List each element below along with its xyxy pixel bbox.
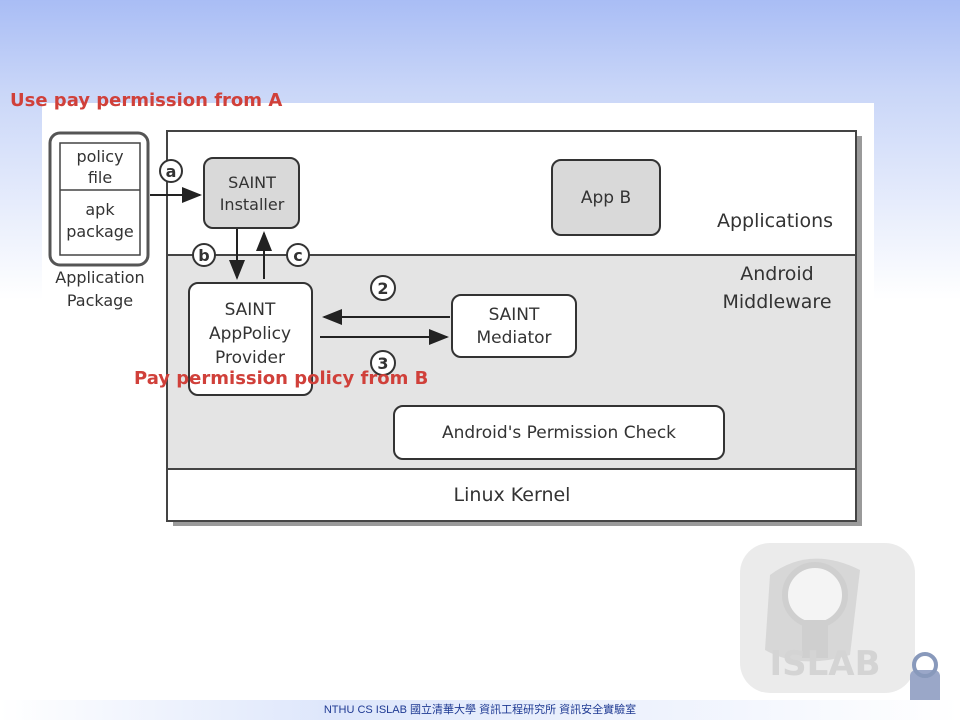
mediator-label-2: Mediator	[476, 328, 551, 348]
apppolicy-label-1: SAINT	[225, 300, 276, 320]
islab-logo-watermark: ISLAB	[740, 543, 940, 715]
step-2-label: 2	[377, 279, 388, 298]
app-b-label: App B	[581, 188, 631, 208]
mediator-label-1: SAINT	[489, 305, 540, 325]
saint-architecture-diagram: Applications Android Middleware Linux Ke…	[42, 103, 874, 539]
application-package-caption-2: Package	[67, 291, 133, 310]
step-3-badge	[370, 350, 396, 376]
footer-text: NTHU CS ISLAB 國立清華大學 資訊工程研究所 資訊安全實驗室	[323, 704, 637, 716]
step-3-label: 3	[377, 354, 388, 373]
layer-label-applications: Applications	[717, 210, 833, 232]
step-a-label: a	[166, 162, 177, 181]
logo-text: ISLAB	[769, 644, 880, 684]
permission-check-label: Android's Permission Check	[442, 423, 676, 443]
application-package-inner	[59, 142, 141, 256]
step-b-label: b	[198, 246, 209, 265]
policy-file-label-1: policy	[76, 147, 123, 166]
footer-band	[0, 700, 960, 720]
application-package-caption-1: Application	[55, 268, 144, 287]
apppolicy-label-3: Provider	[215, 348, 285, 368]
step-c-badge	[286, 243, 310, 267]
step-a-badge	[159, 159, 183, 183]
apk-package-label-1: apk	[85, 200, 115, 219]
step-b-badge	[192, 243, 216, 267]
saint-installer-label-1: SAINT	[228, 173, 276, 192]
step-2-badge	[370, 275, 396, 301]
saint-mediator-box	[451, 294, 577, 358]
saint-apppolicy-provider-box	[188, 282, 313, 396]
apppolicy-label-2: AppPolicy	[209, 324, 291, 344]
step-c-label: c	[293, 246, 302, 265]
annotation-pay-permission-policy: Pay permission policy from B	[134, 368, 429, 389]
layer-label-middleware-2: Middleware	[722, 291, 831, 313]
layer-label-middleware-1: Android	[740, 263, 813, 285]
saint-installer-label-2: Installer	[220, 195, 285, 214]
permission-check-box	[393, 405, 725, 460]
saint-installer-box	[203, 157, 300, 229]
app-b-box	[551, 159, 661, 236]
layer-label-kernel: Linux Kernel	[454, 484, 571, 506]
apk-package-label-2: package	[66, 222, 134, 241]
policy-file-label-2: file	[88, 168, 112, 187]
annotation-use-pay-permission: Use pay permission from A	[10, 90, 283, 111]
